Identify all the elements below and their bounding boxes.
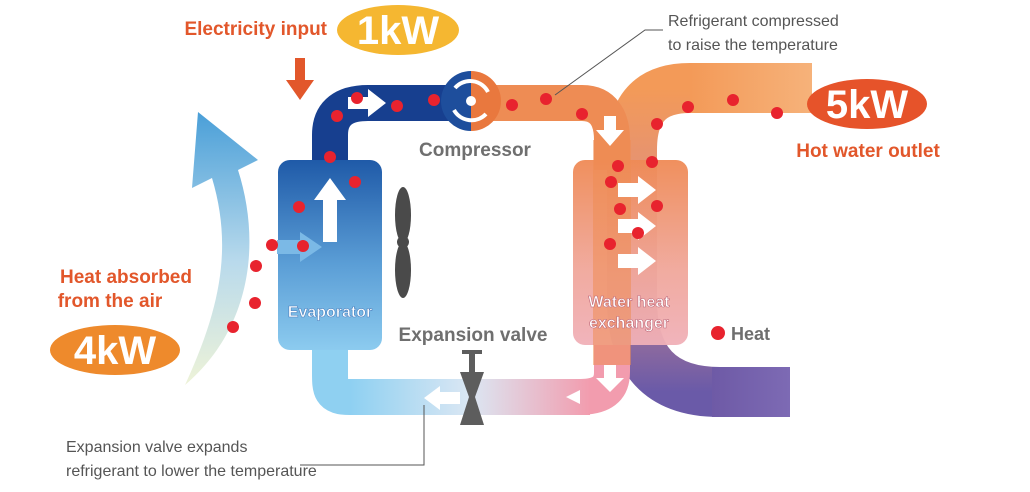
arrow-up-evaporator xyxy=(314,178,346,242)
expansion-valve-icon xyxy=(460,350,484,425)
arrow-down-hx xyxy=(596,365,624,392)
arrow-electricity xyxy=(286,58,314,100)
arrow-hx-1 xyxy=(618,176,656,204)
water-heat-exchanger-label-line2: exchanger xyxy=(589,315,669,332)
arrow-hx-2 xyxy=(618,212,656,240)
arrow-bottom-left xyxy=(424,386,460,410)
power-air-badge: 4kW xyxy=(50,325,180,375)
expansion-valve-note-line2: refrigerant to lower the temperature xyxy=(66,463,317,480)
heat-absorbed-label-line1: Heat absorbed xyxy=(60,267,192,288)
flow-arrows xyxy=(277,58,656,410)
water-heat-exchanger-label-line1: Water heat xyxy=(588,294,670,311)
hot-water-outlet-label: Hot water outlet xyxy=(796,141,940,162)
fan-icon xyxy=(395,187,411,298)
leader-lines xyxy=(300,29,663,466)
power-out-value: 5kW xyxy=(826,83,908,127)
compressor-label: Compressor xyxy=(419,140,532,161)
electricity-input-label: Electricity input xyxy=(184,19,327,40)
arrow-top-right xyxy=(348,89,386,117)
compressor-icon xyxy=(441,71,501,131)
heat-legend-label: Heat xyxy=(731,324,770,344)
heat-dots xyxy=(227,92,783,333)
arrow-down-right xyxy=(596,116,624,146)
heat-legend-dot xyxy=(711,326,725,340)
heat-legend: Heat xyxy=(711,324,770,344)
arrow-hx-3 xyxy=(618,247,656,275)
power-in-value: 1kW xyxy=(357,9,439,53)
expansion-valve-note-line1: Expansion valve expands xyxy=(66,439,247,456)
heat-absorbed-label-line2: from the air xyxy=(58,291,163,312)
refrigerant-compressed-note-line1: Refrigerant compressed xyxy=(668,13,839,30)
power-out-badge: 5kW xyxy=(807,79,927,129)
refrigerant-compressed-note-line2: to raise the temperature xyxy=(668,37,838,54)
power-air-value: 4kW xyxy=(74,329,156,373)
power-in-badge: 1kW xyxy=(337,5,459,55)
evaporator-label: Evaporator xyxy=(288,304,372,321)
air-flow-arrow xyxy=(185,112,258,385)
expansion-valve-label: Expansion valve xyxy=(399,325,548,346)
arrow-bottom-right xyxy=(566,390,580,404)
